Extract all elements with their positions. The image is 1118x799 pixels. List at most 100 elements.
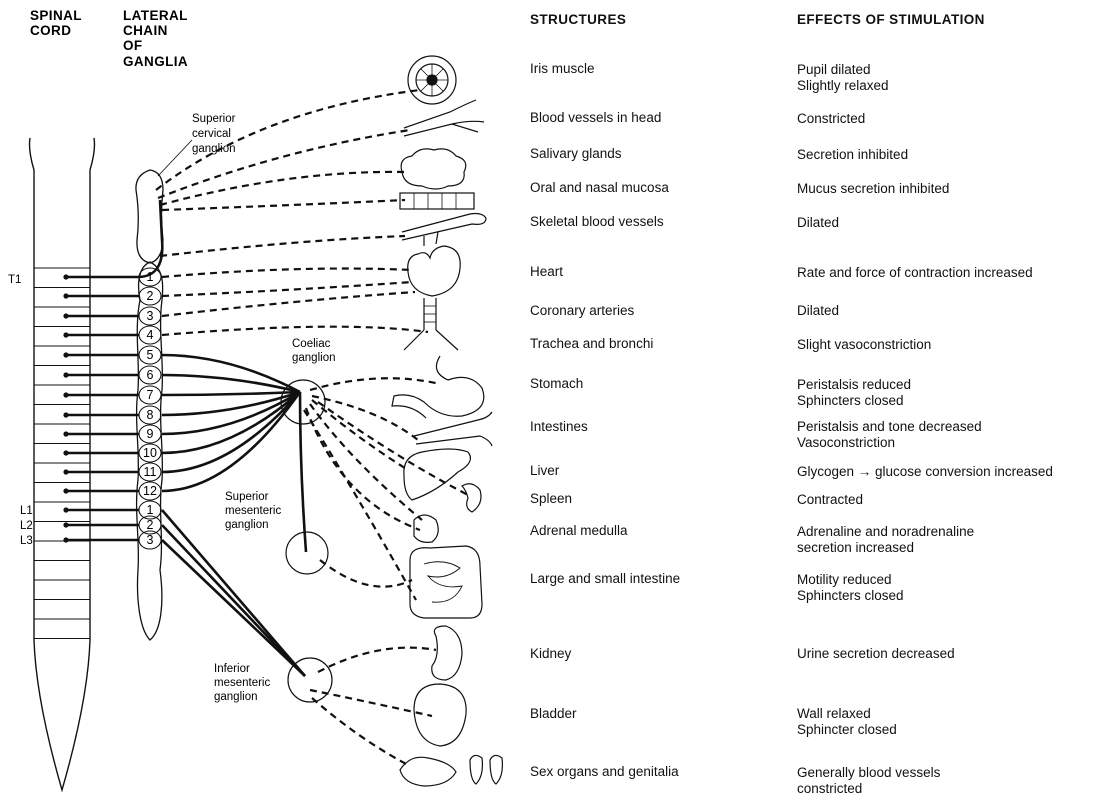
mucosa-icon: [400, 193, 474, 209]
postganglionic-fibre: [318, 648, 436, 672]
structure-label: Spleen: [530, 491, 572, 507]
svg-text:ganglion: ganglion: [292, 352, 335, 364]
postganglionic-fibre: [310, 404, 422, 520]
svg-text:Inferior: Inferior: [214, 663, 250, 675]
chain-segment-number: 6: [147, 368, 154, 382]
spinal-cord: [30, 138, 95, 790]
preganglionic-to-superior-mesenteric: [300, 392, 306, 552]
superior-mesenteric-ganglion-label: Superior mesenteric ganglion: [225, 491, 281, 531]
large-small-intestine-icon: [410, 546, 482, 618]
svg-text:OF: OF: [123, 38, 143, 53]
preganglionic-to-coeliac: [162, 392, 300, 491]
structure-label: Salivary glands: [530, 146, 622, 162]
effect-label: Slight vasoconstriction: [797, 337, 931, 353]
structure-label: Stomach: [530, 376, 583, 392]
effect-label: Rate and force of contraction increased: [797, 265, 1033, 281]
postganglionic-fibre: [312, 396, 418, 440]
chain-segment-number: 12: [143, 484, 157, 498]
postganglionic-fibre: [162, 282, 412, 296]
chain-segment-number: 4: [147, 328, 154, 342]
structure-label: Adrenal medulla: [530, 523, 628, 539]
superior-mesenteric-ganglion: [286, 532, 328, 574]
effect-label: Urine secretion decreased: [797, 646, 955, 662]
preganglionic-to-inferior-mesenteric: [162, 510, 305, 676]
postganglionic-fibre: [162, 327, 428, 335]
effect-label: Peristalsis and tone decreasedVasoconstr…: [797, 419, 982, 451]
chain-segment-number: 1: [147, 503, 154, 517]
effect-label: Secretion inhibited: [797, 147, 908, 163]
svg-text:T1: T1: [8, 274, 21, 286]
effects-header: EFFECTS OF STIMULATION: [797, 13, 985, 27]
svg-text:ganglion: ganglion: [214, 691, 257, 703]
effect-label: Dilated: [797, 215, 839, 231]
preganglionic-to-coeliac: [162, 375, 300, 392]
postganglionic-fibres: [156, 90, 470, 766]
preganglionic-to-inferior-mesenteric: [162, 525, 305, 676]
effect-label: Dilated: [797, 303, 839, 319]
structure-label: Skeletal blood vessels: [530, 214, 664, 230]
bladder-icon: [414, 684, 466, 746]
svg-text:mesenteric: mesenteric: [214, 677, 270, 689]
chain-segment-number: 2: [147, 289, 154, 303]
svg-text:Superior: Superior: [192, 113, 236, 125]
postganglionic-fibre: [160, 236, 405, 256]
effect-label: Adrenaline and noradrenalinesecretion in…: [797, 524, 974, 556]
preganglionic-to-inferior-mesenteric: [162, 540, 305, 676]
trachea-bronchi-icon: [404, 298, 458, 350]
sex-organs-icon: [400, 755, 502, 786]
chain-segment-number: 11: [144, 465, 157, 479]
postganglionic-fibre: [306, 408, 420, 530]
structure-label: Large and small intestine: [530, 571, 680, 587]
chain-segment-number: 8: [147, 408, 154, 422]
svg-text:mesenteric: mesenteric: [225, 505, 281, 517]
effect-label: Contracted: [797, 492, 863, 508]
chain-segment-number: 1: [147, 270, 154, 284]
structure-label: Sex organs and genitalia: [530, 764, 679, 780]
postganglionic-fibre: [158, 130, 410, 198]
structure-label: Heart: [530, 264, 563, 280]
postganglionic-fibre: [160, 172, 405, 205]
preganglionic-to-coeliac: [162, 392, 300, 395]
structure-label: Liver: [530, 463, 559, 479]
svg-text:cervical: cervical: [192, 128, 231, 140]
heart-icon: [408, 232, 460, 296]
chain-segment-number: 10: [143, 446, 157, 460]
structure-label: Trachea and bronchi: [530, 336, 653, 352]
svg-text:CHAIN: CHAIN: [123, 23, 168, 38]
spleen-icon: [462, 484, 481, 512]
salivary-gland-icon: [401, 149, 466, 189]
structure-label: Blood vessels in head: [530, 110, 661, 126]
svg-text:SPINAL: SPINAL: [30, 8, 82, 23]
structure-label: Coronary arteries: [530, 303, 634, 319]
postganglionic-fibre: [156, 90, 420, 190]
liver-icon: [404, 449, 471, 500]
inferior-mesenteric-ganglion-label: Inferior mesenteric ganglion: [214, 663, 270, 703]
chain-segment-number: 5: [147, 348, 154, 362]
chain-segment-number: 9: [147, 427, 154, 441]
header-lateral-chain: LATERAL CHAIN OF GANGLIA: [123, 8, 188, 69]
effect-label: Mucus secretion inhibited: [797, 181, 949, 197]
svg-text:Superior: Superior: [225, 491, 269, 503]
svg-text:ganglion: ganglion: [225, 519, 268, 531]
structures-header: STRUCTURES: [530, 13, 626, 27]
postganglionic-fibre: [162, 292, 415, 316]
postganglionic-fibre: [320, 560, 412, 587]
organ-icons: [392, 56, 502, 786]
kidney-icon: [432, 626, 462, 680]
header-spinal-cord: SPINAL CORD: [30, 8, 82, 38]
svg-text:Coeliac: Coeliac: [292, 338, 331, 350]
structure-label: Iris muscle: [530, 61, 595, 77]
svg-text:GANGLIA: GANGLIA: [123, 54, 188, 69]
structure-label: Oral and nasal mucosa: [530, 180, 669, 196]
eye-iris-icon: [408, 56, 456, 104]
postganglionic-fibre: [162, 269, 412, 277]
structure-label: Bladder: [530, 706, 577, 722]
postganglionic-fibre: [162, 200, 405, 210]
postganglionic-fibre: [310, 378, 440, 390]
lateral-chain-ganglia: [136, 170, 163, 640]
